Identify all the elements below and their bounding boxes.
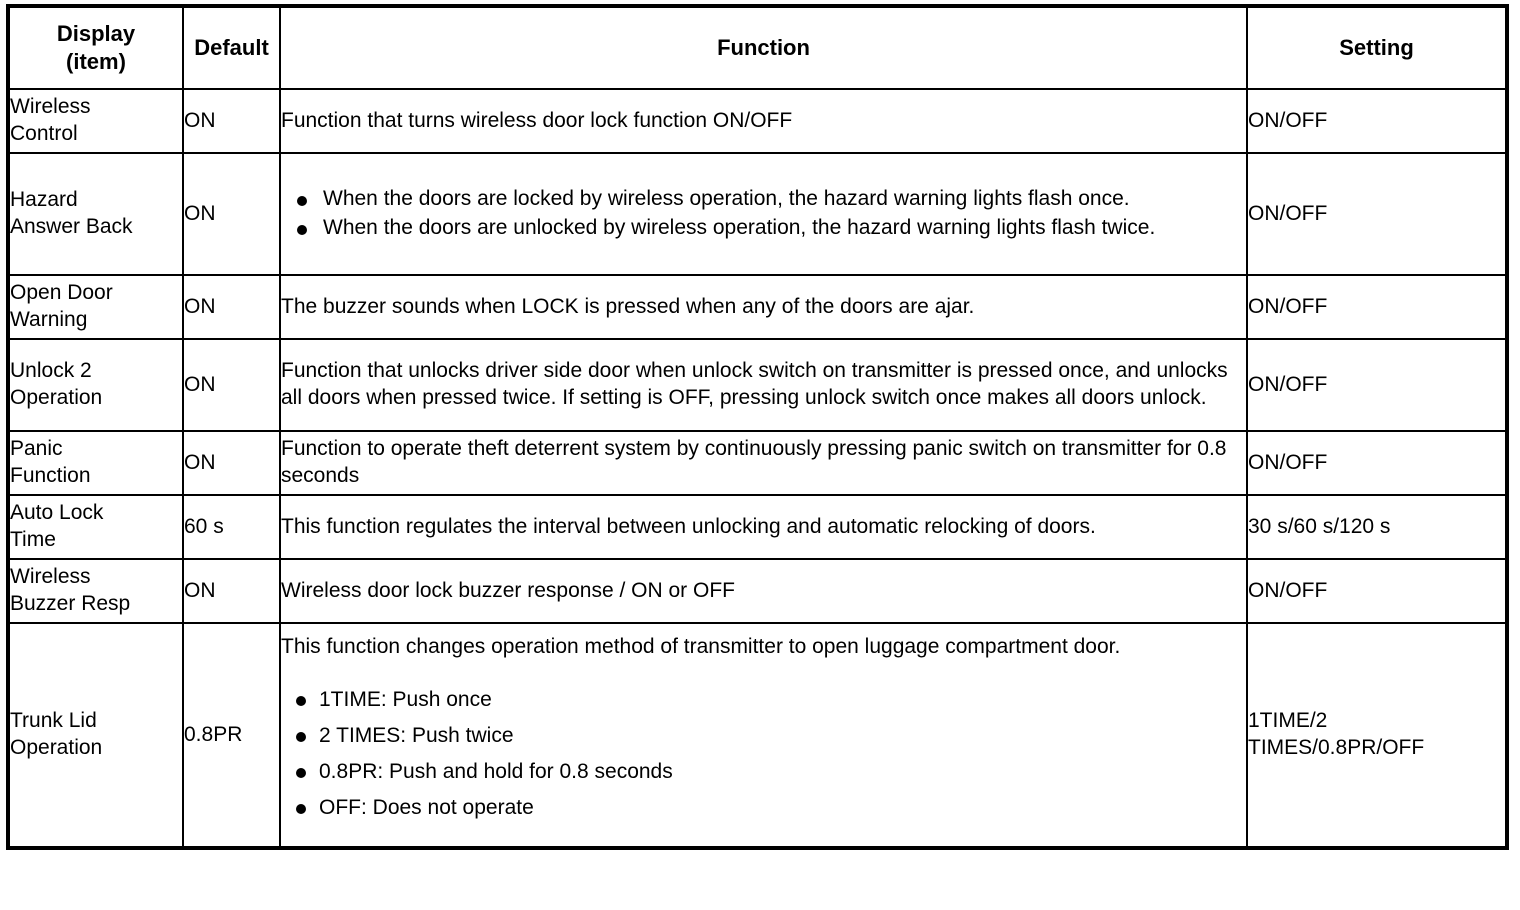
row-function-description: This function regulates the interval bet…	[279, 494, 1248, 560]
row-function-description: Wireless door lock buzzer response / ON …	[279, 558, 1248, 624]
table-row: Trunk Lid Operation 0.8PR This function …	[7, 622, 1508, 849]
row-setting-options: ON/OFF	[1246, 338, 1508, 432]
table-row: Wireless Buzzer Resp ON Wireless door lo…	[7, 558, 1508, 624]
row-setting-options: ON/OFF	[1246, 558, 1508, 624]
row-default-value: ON	[182, 430, 281, 496]
column-header-setting: Setting	[1246, 5, 1508, 90]
row-display-name: Wireless Control	[7, 88, 184, 154]
column-header-display-line2: (item)	[66, 49, 126, 74]
bullet-item: When the doors are locked by wireless op…	[281, 186, 1246, 213]
row-display-name: Panic Function	[7, 430, 184, 496]
row-setting-options: 1TIME/2 TIMES/0.8PR/OFF	[1246, 622, 1508, 849]
row-function-description: When the doors are locked by wireless op…	[279, 152, 1248, 276]
column-header-display-line1: Display	[56, 20, 136, 46]
table-row: Wireless Control ON Function that turns …	[7, 88, 1508, 154]
bullet-item: 1TIME: Push once	[281, 687, 1246, 714]
table-body: Wireless Control ON Function that turns …	[7, 88, 1508, 849]
row-setting-options: ON/OFF	[1246, 430, 1508, 496]
row-function-description: Function that unlocks driver side door w…	[279, 338, 1248, 432]
row-default-value: 60 s	[182, 494, 281, 560]
row-default-value: ON	[182, 152, 281, 276]
bullet-item: 0.8PR: Push and hold for 0.8 seconds	[281, 759, 1246, 786]
table-row: Hazard Answer Back ON When the doors are…	[7, 152, 1508, 276]
row-default-value: ON	[182, 274, 281, 340]
table-header: Display (item) Default Function Setting	[7, 5, 1508, 90]
bullet-item: OFF: Does not operate	[281, 795, 1246, 822]
function-intro-text: This function changes operation method o…	[281, 635, 1121, 658]
bullet-item: 2 TIMES: Push twice	[281, 723, 1246, 750]
column-header-function: Function	[279, 5, 1248, 90]
table-row: Panic Function ON Function to operate th…	[7, 430, 1508, 496]
row-setting-options: ON/OFF	[1246, 88, 1508, 154]
header-row: Display (item) Default Function Setting	[7, 5, 1508, 90]
row-display-name: Hazard Answer Back	[7, 152, 184, 276]
row-function-description: The buzzer sounds when LOCK is pressed w…	[279, 274, 1248, 340]
table-row: Auto Lock Time 60 s This function regula…	[7, 494, 1508, 560]
row-function-description: Function to operate theft deterrent syst…	[279, 430, 1248, 496]
bullet-list: 1TIME: Push once 2 TIMES: Push twice 0.8…	[281, 687, 1246, 822]
row-display-name: Open Door Warning	[7, 274, 184, 340]
settings-table: Display (item) Default Function Setting …	[6, 4, 1509, 850]
row-display-name: Wireless Buzzer Resp	[7, 558, 184, 624]
row-setting-options: ON/OFF	[1246, 152, 1508, 276]
row-display-name: Unlock 2 Operation	[7, 338, 184, 432]
bullet-item: When the doors are unlocked by wireless …	[281, 215, 1246, 242]
bullet-list: When the doors are locked by wireless op…	[281, 186, 1246, 242]
column-header-default: Default	[182, 5, 281, 90]
row-setting-options: 30 s/60 s/120 s	[1246, 494, 1508, 560]
table-row: Unlock 2 Operation ON Function that unlo…	[7, 338, 1508, 432]
row-default-value: 0.8PR	[182, 622, 281, 849]
column-header-display: Display (item)	[7, 5, 184, 90]
row-setting-options: ON/OFF	[1246, 274, 1508, 340]
row-default-value: ON	[182, 558, 281, 624]
table-row: Open Door Warning ON The buzzer sounds w…	[7, 274, 1508, 340]
row-default-value: ON	[182, 338, 281, 432]
row-function-description: Function that turns wireless door lock f…	[279, 88, 1248, 154]
row-default-value: ON	[182, 88, 281, 154]
row-display-name: Trunk Lid Operation	[7, 622, 184, 849]
row-display-name: Auto Lock Time	[7, 494, 184, 560]
row-function-description: This function changes operation method o…	[279, 622, 1248, 849]
